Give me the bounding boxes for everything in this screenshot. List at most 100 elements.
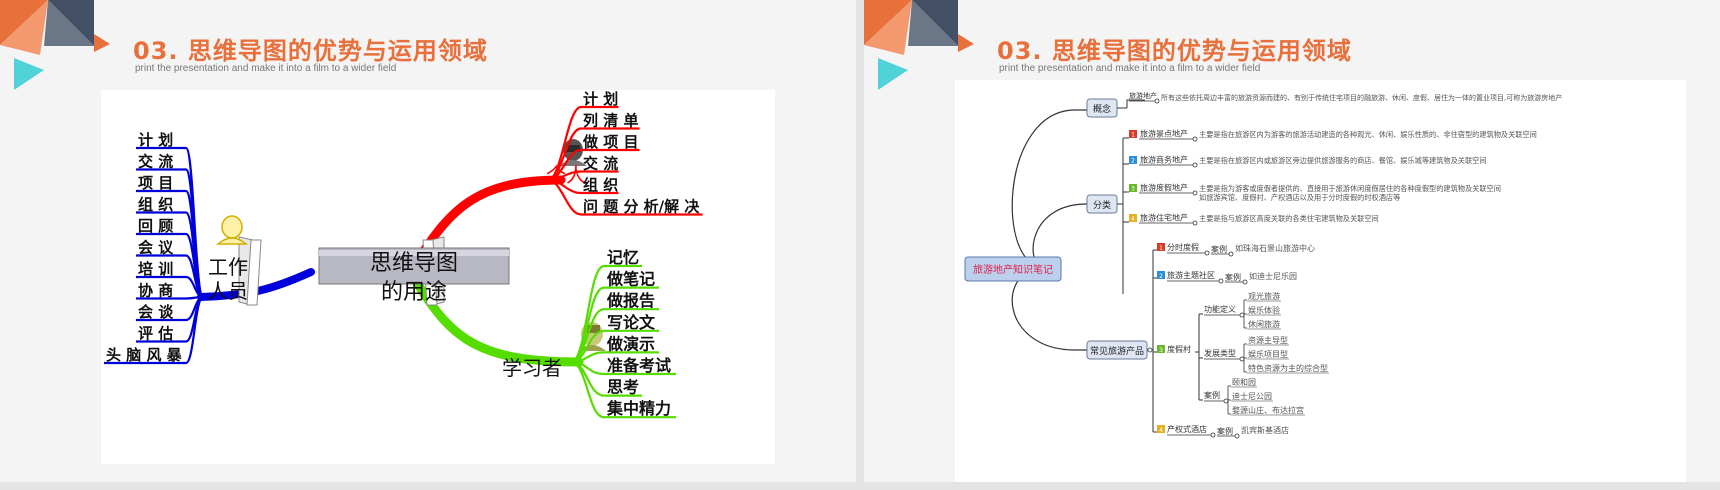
person-item: 计 划 [583, 90, 618, 108]
classify-number-badge [1129, 214, 1137, 222]
mindmap-diagram: 思维导图 的用途 个人 计 划列 清 单做 项 目交 流组 织问 题 分 析/解… [104, 90, 703, 419]
classify-desc2: 如旅游宾馆、度假村、产权酒店以及用于分时度假的时权酒店等 [1199, 193, 1400, 202]
resort-group-item: 资源主导型 [1248, 335, 1288, 345]
triangle-decoration [864, 0, 974, 90]
staff-item: 计 划 [138, 131, 173, 149]
center-node: 思维导图 的用途 [238, 236, 510, 306]
resort-name: 度假村 [1167, 344, 1191, 354]
notes-panel: 旅游地产知识笔记 概念 旅游地产 所有这些依托周边丰富的旅游资源而建的、有别于传… [955, 80, 1686, 482]
person-item: 组 织 [583, 176, 618, 194]
slide-right: 03. 思维导图的优势与运用领域 print the presentation … [864, 0, 1720, 482]
classify-num: 4 [1131, 216, 1135, 223]
person-connector [547, 178, 582, 216]
resort-group-item: 特色资源为主的综合型 [1248, 363, 1328, 373]
staff-branch [197, 268, 315, 301]
learner-item: 记忆 [607, 248, 639, 267]
slide-title: 03. 思维导图的优势与运用领域 [133, 37, 488, 65]
hotel-name: 产权式酒店 [1167, 424, 1207, 434]
resort-group-item: 迪士尼公园 [1232, 391, 1272, 401]
resort-group-item: 娱乐体验 [1248, 305, 1280, 315]
concept-item: 旅游地产 [1129, 91, 1157, 100]
staff-item: 协 商 [138, 282, 173, 300]
community-case-label: 案例 [1225, 272, 1241, 282]
notes-mindmap: 旅游地产知识笔记 概念 旅游地产 所有这些依托周边丰富的旅游资源而建的、有别于传… [964, 91, 1562, 439]
slide-left: 03. 思维导图的优势与运用领域 print the presentation … [0, 0, 856, 482]
classify-desc: 主要是指与旅游区高度关联的各类住宅建筑物及关联空间 [1199, 214, 1379, 223]
person-item: 交 流 [583, 155, 618, 173]
staff-item: 会 议 [138, 239, 174, 257]
slide-subtitle: print the presentation and make it into … [999, 63, 1261, 74]
timeshare-num: 1 [1159, 245, 1163, 252]
classify-label: 分类 [1093, 199, 1111, 211]
staff-item: 培 训 [138, 260, 173, 278]
resort-group-label: 案例 [1204, 390, 1220, 400]
resort-group-item: 娱乐项目型 [1248, 349, 1288, 359]
timeshare-name: 分时度假 [1167, 242, 1199, 252]
concept-desc: 所有这些依托周边丰富的旅游资源而建的、有别于传统住宅项目的融旅游、休闲、度假、居… [1161, 93, 1562, 102]
timeshare-case: 如珠海石景山旅游中心 [1235, 243, 1315, 253]
resort-num: 3 [1159, 347, 1163, 354]
staff-item: 交 流 [138, 153, 173, 171]
staff-label-line2: 人员 [208, 279, 248, 303]
classify-number-badge [1129, 156, 1137, 164]
classify-num: 3 [1131, 186, 1135, 193]
learner-item: 思考 [607, 378, 639, 397]
staff-icon [215, 215, 249, 245]
root-node [964, 256, 1062, 282]
person-item: 列 清 单 [583, 112, 638, 130]
resort-group-item: 休闲旅游 [1248, 319, 1280, 329]
learner-item: 集中精力 [606, 399, 671, 418]
classify-desc: 主要是指在旅游区内或旅游区旁边提供旅游服务的商店、餐馆、娱乐城等建筑物及关联空间 [1199, 156, 1487, 165]
staff-item: 会 谈 [138, 303, 174, 321]
products-label: 常见旅游产品 [1090, 345, 1144, 357]
mindmap-panel: 思维导图 的用途 个人 计 划列 清 单做 项 目交 流组 织问 题 分 析/解… [101, 90, 775, 464]
classify-name: 旅游景点地产 [1140, 129, 1188, 139]
resort-group-label: 功能定义 [1204, 304, 1236, 314]
staff-item: 评 估 [138, 325, 173, 343]
person-items: 计 划列 清 单做 项 目交 流组 织问 题 分 析/解 决 [547, 90, 703, 216]
hotel-case: 凯宾斯基酒店 [1241, 425, 1289, 435]
center-label-line1: 思维导图 [370, 251, 458, 276]
slide-subtitle: print the presentation and make it into … [135, 63, 397, 74]
learner-item: 写论文 [607, 313, 656, 332]
classify-num: 2 [1131, 158, 1135, 165]
classify-name: 旅游住宅地产 [1140, 213, 1188, 223]
hotel-case-label: 案例 [1217, 426, 1233, 436]
learner-item: 做笔记 [606, 270, 655, 289]
hotel-num: 4 [1159, 427, 1163, 434]
staff-item: 组 织 [138, 196, 173, 214]
classify-num: 1 [1131, 132, 1135, 139]
community-case: 如迪士尼乐园 [1249, 271, 1297, 281]
classify-number-badge [1129, 130, 1137, 138]
resort-group-item: 观光旅游 [1248, 291, 1280, 301]
timeshare-case-label: 案例 [1211, 244, 1227, 254]
root-label: 旅游地产知识笔记 [973, 263, 1053, 276]
concept-label: 概念 [1093, 103, 1111, 115]
resort-group-item: 颐和园 [1232, 378, 1256, 387]
staff-connector [184, 295, 205, 365]
classify-number-badge [1129, 184, 1137, 192]
staff-label-line1: 工作 [208, 255, 248, 279]
resort-group-item: 婺源山庄、布达拉宫 [1232, 405, 1304, 415]
classify-items: 1 旅游景点地产 主要是指在旅游区内为游客的旅游活动建造的各种观光、休闲、娱乐性质的… [1123, 129, 1537, 226]
person-item: 问 题 分 析/解 决 [583, 198, 700, 216]
center-label-line2: 的用途 [381, 280, 447, 305]
learner-item: 准备考试 [607, 356, 671, 375]
learner-label: 学习者 [502, 356, 562, 380]
learner-connector [570, 360, 605, 419]
staff-item: 回 顾 [138, 217, 173, 235]
community-number-badge [1157, 271, 1165, 279]
triangle-decoration [0, 0, 110, 90]
learner-item: 做报告 [606, 291, 655, 310]
classify-name: 旅游度假地产 [1140, 183, 1188, 193]
community-name: 旅游主题社区 [1167, 270, 1215, 280]
timeshare-number-badge [1157, 243, 1165, 251]
classify-desc: 主要是指在旅游区内为游客的旅游活动建造的各种观光、休闲、娱乐性质的、非住宿型的建… [1199, 130, 1537, 139]
resort-group-label: 发展类型 [1204, 348, 1236, 358]
learner-item: 做演示 [606, 334, 655, 353]
staff-items: 计 划交 流项 目组 织回 顾会 议培 训协 商会 谈评 估头 脑 风 暴 [104, 131, 205, 365]
classify-desc: 主要是指为游客或度假者提供的、直接用于旅游休闲度假居住的各种度假型的建筑物及关联… [1199, 184, 1501, 193]
hotel-number-badge [1157, 425, 1165, 433]
staff-item: 项 目 [138, 174, 173, 192]
